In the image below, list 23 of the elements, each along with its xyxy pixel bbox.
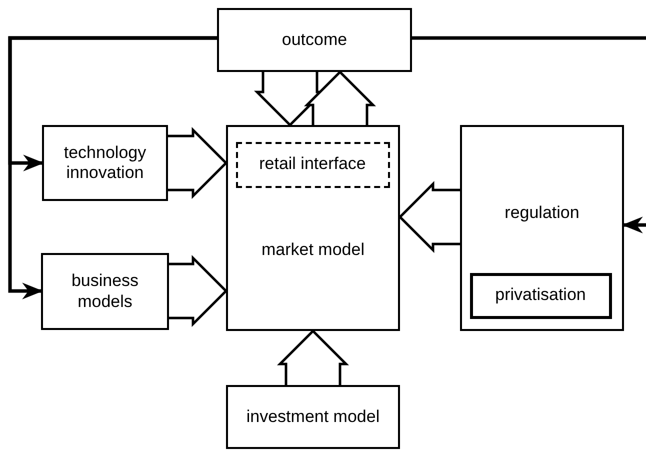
node-label: investment model xyxy=(246,406,380,428)
process-box xyxy=(226,385,400,449)
arrow xyxy=(8,36,217,300)
block-arrow xyxy=(276,329,350,386)
node-label: business models xyxy=(70,271,140,312)
process-box xyxy=(470,272,612,318)
process-box xyxy=(226,125,400,331)
node-label: outcome xyxy=(282,30,348,50)
block-arrow xyxy=(398,180,462,254)
node-label: regulation xyxy=(504,203,580,224)
node-label: retail interface xyxy=(259,154,366,175)
node-label: privatisation xyxy=(495,285,586,306)
dashed-box xyxy=(236,142,390,188)
node-label: market model xyxy=(260,240,366,260)
process-box xyxy=(217,8,412,72)
node-label: technology innovation xyxy=(62,142,148,184)
process-box xyxy=(42,125,168,201)
block-arrow xyxy=(168,254,228,328)
process-box xyxy=(41,253,169,330)
block-arrow xyxy=(304,70,376,126)
block-arrow xyxy=(166,126,228,200)
process-box xyxy=(460,125,624,331)
connector-line xyxy=(412,36,646,40)
